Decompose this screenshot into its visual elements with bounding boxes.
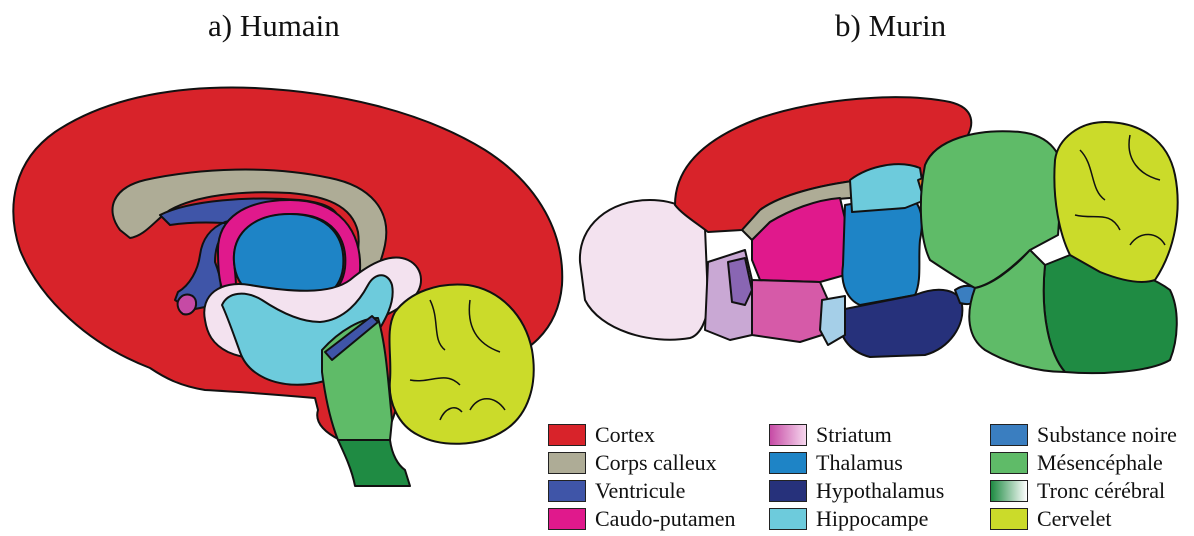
legend-swatch — [548, 480, 586, 502]
legend-item: Striatum — [769, 424, 892, 446]
legend-label: Substance noire — [1037, 424, 1177, 446]
legend-label: Thalamus — [816, 452, 903, 474]
legend-item: Hippocampe — [769, 508, 928, 530]
legend-label: Corps calleux — [595, 452, 717, 474]
legend-item: Ventricule — [548, 480, 685, 502]
mouse-olfactory — [580, 200, 708, 340]
mouse-brain — [580, 97, 1178, 373]
legend-item: Corps calleux — [548, 452, 717, 474]
legend-item: Caudo-putamen — [548, 508, 736, 530]
legend-item: Hypothalamus — [769, 480, 944, 502]
legend-swatch — [548, 424, 586, 446]
legend-label: Hypothalamus — [816, 480, 944, 502]
legend-label: Cortex — [595, 424, 655, 446]
legend-swatch — [769, 508, 807, 530]
legend-item: Tronc cérébral — [990, 480, 1165, 502]
legend-label: Hippocampe — [816, 508, 928, 530]
legend-swatch — [769, 480, 807, 502]
legend-item: Mésencéphale — [990, 452, 1163, 474]
human-tronc — [338, 440, 410, 486]
human-brain — [13, 88, 562, 486]
mouse-striatum — [752, 280, 828, 342]
legend-swatch — [990, 508, 1028, 530]
legend-label: Ventricule — [595, 480, 685, 502]
legend-item: Thalamus — [769, 452, 903, 474]
legend-swatch — [990, 452, 1028, 474]
human-cervelet — [389, 284, 533, 443]
mouse-light-blue — [820, 296, 845, 345]
legend-swatch — [769, 424, 807, 446]
legend-label: Mésencéphale — [1037, 452, 1163, 474]
legend-swatch — [990, 424, 1028, 446]
legend-item: Cortex — [548, 424, 655, 446]
legend-label: Tronc cérébral — [1037, 480, 1165, 502]
legend-swatch — [548, 508, 586, 530]
legend-swatch — [769, 452, 807, 474]
legend-label: Striatum — [816, 424, 892, 446]
legend-swatch — [990, 480, 1028, 502]
legend-label: Caudo-putamen — [595, 508, 736, 530]
legend-swatch — [548, 452, 586, 474]
legend-label: Cervelet — [1037, 508, 1112, 530]
legend-item: Substance noire — [990, 424, 1177, 446]
human-septum — [178, 295, 196, 315]
legend-item: Cervelet — [990, 508, 1112, 530]
